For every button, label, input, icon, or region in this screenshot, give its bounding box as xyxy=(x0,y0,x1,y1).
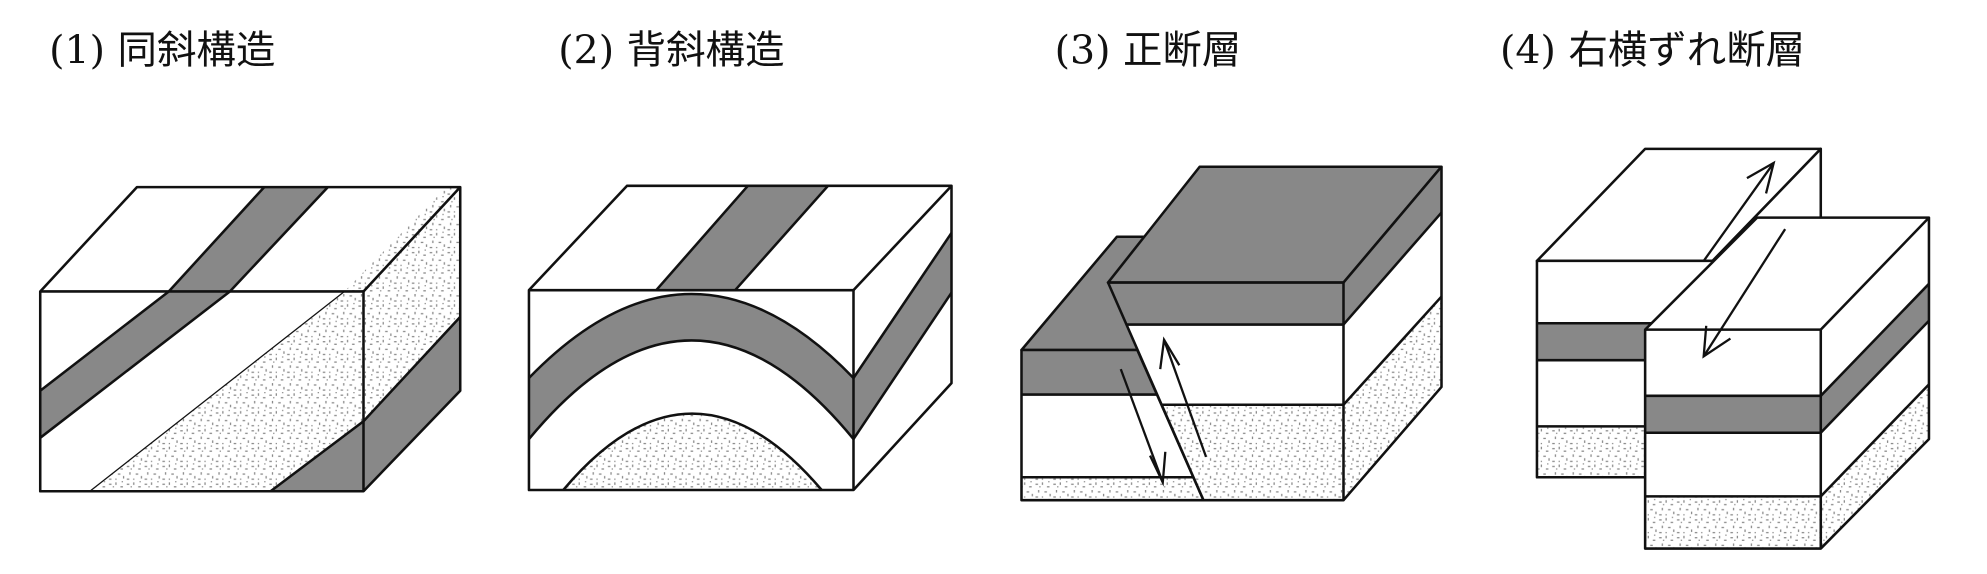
block-diagram-1 xyxy=(38,185,462,493)
panel-title-normal-fault: (3) 正断層 xyxy=(1055,28,1242,74)
panel-title-syncline: (1) 同斜構造 xyxy=(49,28,275,74)
slip-arrow-up xyxy=(1159,336,1208,458)
slip-arrow-down xyxy=(1702,228,1787,359)
block-diagram-4 xyxy=(1535,147,1931,550)
slip-arrow-up xyxy=(1702,160,1776,262)
slip-arrow-down xyxy=(1119,368,1167,487)
panel-title-strike-slip-fault: (4) 右横ずれ断層 xyxy=(1500,28,1805,74)
panel-title-anticline: (2) 背斜構造 xyxy=(558,28,784,74)
block-diagram-3 xyxy=(1020,165,1443,502)
block-diagram-2 xyxy=(527,184,953,492)
